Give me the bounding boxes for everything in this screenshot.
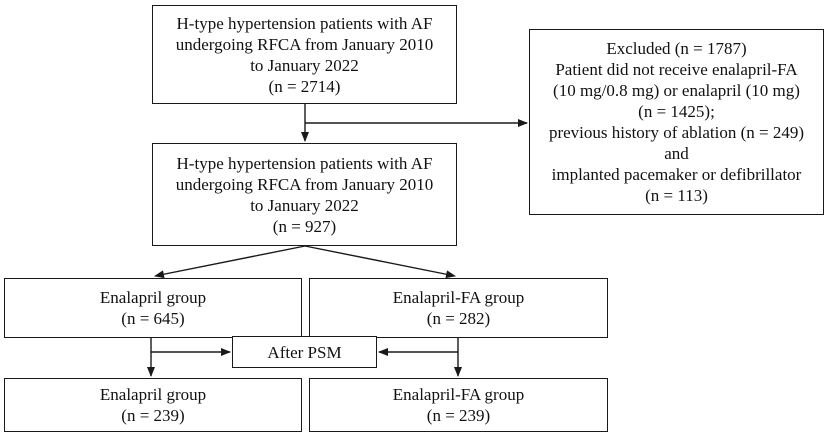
group-count: (n = 645) <box>121 309 185 328</box>
enalapril-group-box: Enalapril group (n = 645) <box>4 278 302 338</box>
enalapril-fa-group-box: Enalapril-FA group (n = 282) <box>309 278 608 338</box>
excluded-total: Excluded (n = 1787) <box>606 39 747 58</box>
excluded-reason: implanted pacemaker or defibrillator <box>551 165 802 184</box>
included-line: H-type hypertension patients with AF <box>176 153 433 173</box>
included-count: (n = 927) <box>272 216 337 236</box>
psm-label: After PSM <box>267 342 342 362</box>
excluded-box: Excluded (n = 1787) Patient did not rece… <box>529 29 824 215</box>
excluded-reason: previous history of ablation (n = 249) <box>548 123 805 142</box>
enrolled-line: undergoing RFCA from January 2010 <box>175 34 434 54</box>
excluded-conjunction: and <box>664 144 689 163</box>
group-count: (n = 239) <box>121 406 185 425</box>
psm-box: After PSM <box>232 336 377 368</box>
excluded-count: (n = 113) <box>645 186 708 205</box>
excluded-count: (n = 1425); <box>638 102 715 121</box>
group-name: Enalapril-FA group <box>392 288 525 307</box>
group-name: Enalapril group <box>99 385 207 404</box>
enalapril-fa-matched-box: Enalapril-FA group (n = 239) <box>309 378 608 432</box>
enrolled-count: (n = 2714) <box>268 76 341 96</box>
included-box: H-type hypertension patients with AF und… <box>152 143 457 246</box>
group-name: Enalapril group <box>99 288 207 307</box>
included-line: undergoing RFCA from January 2010 <box>175 174 434 194</box>
included-line: to January 2022 <box>250 195 359 215</box>
enrolled-line: to January 2022 <box>250 55 359 75</box>
enrolled-box: H-type hypertension patients with AF und… <box>152 5 457 104</box>
excluded-reason: Patient did not receive enalapril-FA <box>555 60 798 79</box>
enrolled-line: H-type hypertension patients with AF <box>176 13 433 33</box>
excluded-reason: (10 mg/0.8 mg) or enalapril (10 mg) <box>553 81 800 100</box>
arrow-included-to-enalapril-fa <box>304 245 456 279</box>
arrow-included-to-enalapril <box>154 245 306 279</box>
group-name: Enalapril-FA group <box>392 385 525 404</box>
enalapril-matched-box: Enalapril group (n = 239) <box>4 378 302 432</box>
group-count: (n = 282) <box>426 309 491 328</box>
group-count: (n = 239) <box>426 406 491 425</box>
